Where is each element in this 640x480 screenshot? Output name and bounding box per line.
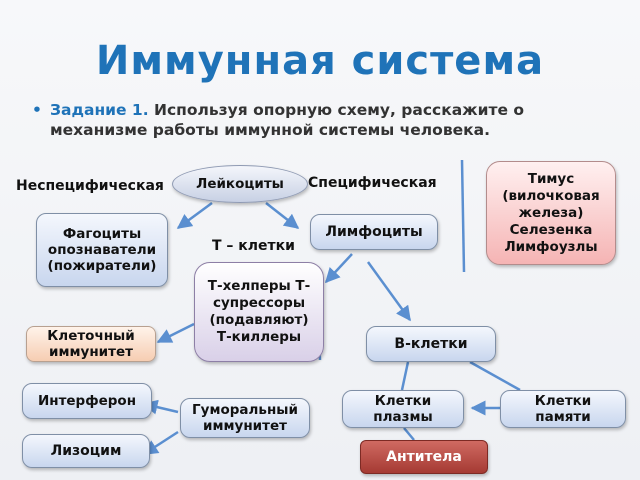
page-title: Иммунная система	[95, 38, 545, 84]
task-text: Задание 1. Используя опорную схему, расс…	[50, 100, 612, 140]
line-bcells-to-plasma	[400, 361, 410, 391]
cellular-immunity-box: Клеточный иммунитет	[26, 326, 156, 362]
t-cell-types-box: Т-хелперы Т-супрессоры (подавляют) Т-кил…	[194, 262, 324, 362]
memory-cells-box: Клетки памяти	[500, 390, 626, 428]
antibodies-box: Антитела	[360, 440, 488, 474]
interferon-box: Интерферон	[22, 383, 152, 419]
bullet-icon: •	[32, 101, 42, 119]
task-lead: Задание 1.	[50, 101, 149, 119]
task-paragraph: • Задание 1. Используя опорную схему, ра…	[32, 100, 612, 140]
leukocytes-oval: Лейкоциты	[172, 165, 308, 203]
phagocytes-box: Фагоциты опознаватели (пожиратели)	[36, 213, 168, 287]
lymphocytes-box: Лимфоциты	[310, 214, 438, 250]
line-plasma-to-antibodies	[403, 427, 415, 441]
label-t-cells: Т – клетки	[212, 238, 295, 254]
label-nonspecific: Неспецифическая	[16, 178, 164, 194]
divider-specific	[460, 159, 466, 273]
lysozyme-box: Лизоцим	[22, 434, 150, 468]
plasma-cells-box: Клетки плазмы	[342, 390, 464, 428]
task-body: Используя опорную схему, расскажите о ме…	[50, 101, 525, 139]
humoral-immunity-box: Гуморальный иммунитет	[180, 398, 310, 438]
label-specific: Специфическая	[308, 175, 437, 191]
arrow-tcells-to-cellular-immunity	[156, 322, 195, 344]
arrow-lymphocytes-to-bcells	[366, 261, 412, 322]
arrow-leukocytes-to-tcells	[265, 202, 300, 229]
b-cells-box: В-клетки	[366, 326, 496, 362]
lymphoid-organs-box: Тимус (вилочковая железа) Селезенка Лимф…	[486, 161, 616, 265]
arrow-leukocytes-to-phagocytes	[176, 201, 213, 230]
line-bcells-to-memory	[469, 360, 521, 392]
arrow-lymphocytes-to-tcell-types	[324, 253, 353, 284]
